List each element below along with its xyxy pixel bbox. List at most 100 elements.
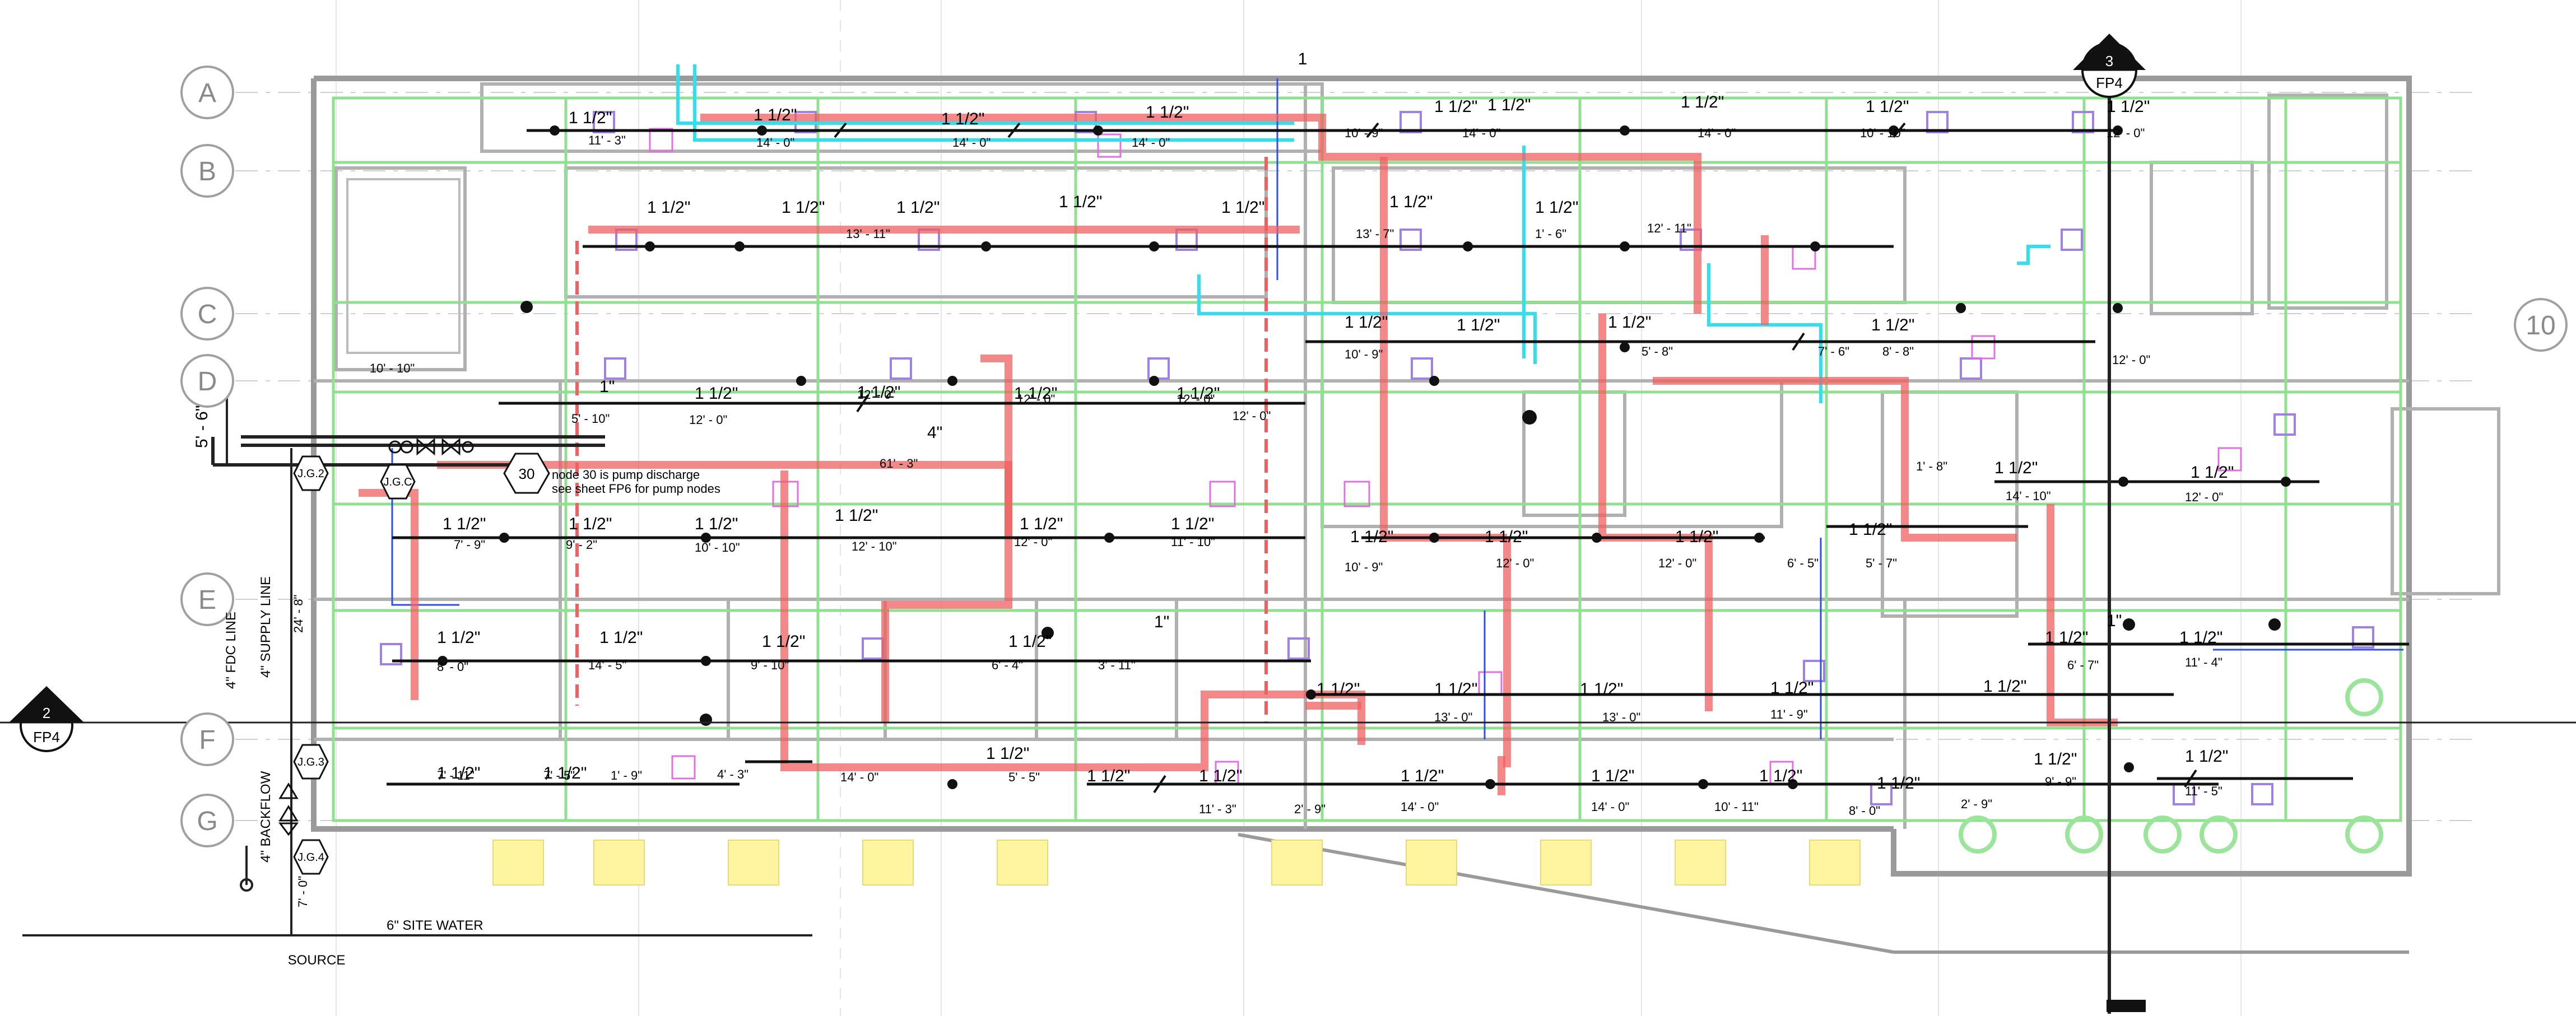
light-fixtures: [649, 128, 2242, 785]
svg-text:1 1/2": 1 1/2": [1317, 680, 1360, 698]
svg-text:1 1/2": 1 1/2": [569, 515, 612, 533]
svg-text:1 1/2": 1 1/2": [1877, 774, 1920, 793]
hex-tag-jg4[interactable]: J.G.4: [293, 839, 329, 875]
hex-tag-jgc[interactable]: J.G.C: [380, 464, 416, 500]
grid-bubble-c: C: [198, 300, 217, 329]
svg-text:1 1/2": 1 1/2": [896, 198, 940, 217]
svg-text:1 1/2": 1 1/2": [1350, 528, 1393, 546]
svg-text:1 1/2": 1 1/2": [569, 109, 612, 127]
svg-text:1 1/2": 1 1/2": [599, 628, 643, 647]
grid-bubble-b: B: [198, 157, 216, 187]
svg-text:12' - 0": 12' - 0": [1658, 556, 1696, 570]
dim-24-8: 24' - 8": [291, 595, 305, 633]
svg-text:10' - 10": 10' - 10": [695, 540, 740, 554]
svg-text:10' - 9": 10' - 9": [1345, 347, 1383, 361]
dim-5-6: 5' - 6": [193, 406, 211, 448]
section-bar: [2107, 1000, 2146, 1012]
grid-bubble-10: 10: [2526, 311, 2555, 341]
svg-text:14' - 0": 14' - 0": [1462, 126, 1500, 140]
svg-text:7' - 11": 7' - 11": [437, 768, 475, 782]
svg-text:14' - 5": 14' - 5": [588, 658, 626, 672]
dims-row-e: 7' - 9" 9' - 2" 10' - 10" 12' - 10" 12' …: [454, 459, 2223, 574]
dim-5-10: 5' - 10": [571, 412, 610, 426]
svg-text:7' - 6": 7' - 6": [1818, 344, 1849, 358]
grid-bubble-e: E: [198, 585, 216, 615]
svg-text:1 1/2": 1 1/2": [1591, 767, 1634, 785]
section-3-sheet: FP4: [2096, 74, 2123, 91]
svg-text:4' - 3": 4' - 3": [717, 767, 748, 781]
svg-text:1 1/2": 1 1/2": [1487, 96, 1531, 114]
svg-text:5' - 7": 5' - 7": [1866, 556, 1897, 570]
svg-text:1 1/2": 1 1/2": [835, 506, 878, 525]
section-marker-3[interactable]: 3 FP4: [2073, 34, 2146, 98]
main-length: 61' - 3": [880, 456, 918, 470]
top-mark: 1: [1298, 50, 1308, 68]
svg-text:9' - 9": 9' - 9": [2045, 775, 2076, 789]
svg-text:1 1/2": 1 1/2": [1485, 528, 1528, 546]
source-label: SOURCE: [288, 953, 346, 968]
svg-text:10' - 10": 10' - 10": [1860, 126, 1905, 140]
svg-text:1 1/2": 1 1/2": [762, 632, 805, 651]
backflow-label: 4" BACKFLOW: [258, 771, 273, 863]
svg-text:12' - 0": 12' - 0": [2107, 126, 2145, 140]
svg-text:13' - 7": 13' - 7": [1356, 227, 1394, 241]
section-marker-2[interactable]: 2 FP4: [9, 686, 84, 752]
svg-text:1 1/2": 1 1/2": [941, 110, 984, 128]
building-walls: [311, 76, 2412, 954]
svg-text:13' - 11": 13' - 11": [846, 227, 890, 241]
svg-text:1 1/2": 1 1/2": [1177, 384, 1220, 403]
branch-lines: [387, 129, 2409, 786]
grid-bubble-f: F: [199, 725, 215, 755]
fdc-line-label: 4" FDC LINE: [224, 612, 239, 689]
svg-text:1 1/2": 1 1/2": [986, 744, 1029, 763]
section-2-sheet: FP4: [33, 729, 60, 745]
svg-text:1 1/2": 1 1/2": [1535, 198, 1578, 217]
svg-text:1 1/2": 1 1/2": [1087, 767, 1130, 785]
hex-tag-jg3[interactable]: J.G.3: [293, 744, 329, 780]
svg-text:1' - 8": 1' - 8": [1916, 459, 1947, 473]
svg-text:14' - 0": 14' - 0": [1591, 800, 1629, 814]
ceiling-grid: [332, 96, 2402, 822]
svg-text:1 1/2": 1 1/2": [1059, 193, 1102, 211]
supply-line-label: 4" SUPPLY LINE: [258, 576, 273, 678]
svg-text:1": 1": [599, 377, 615, 396]
dims-row-d: 12' - 0" 12' - 0" 12' - 0" 12' - 0" 10' …: [857, 344, 2150, 423]
svg-text:1 1/2": 1 1/2": [1008, 632, 1052, 651]
svg-text:1 1/2": 1 1/2": [1014, 384, 1057, 403]
svg-text:12' - 0": 12' - 0": [2185, 490, 2223, 504]
svg-text:9' - 2": 9' - 2": [566, 538, 597, 552]
hex-tag-jg4-label: J.G.4: [297, 851, 324, 864]
hex-tag-jg2[interactable]: J.G.2: [293, 455, 329, 491]
hex-tag-jg3-label: J.G.3: [297, 756, 324, 768]
svg-text:11' - 3": 11' - 3": [1199, 802, 1236, 816]
svg-text:6' - 5": 6' - 5": [1787, 556, 1819, 570]
svg-text:1": 1": [2107, 612, 2122, 630]
svg-text:1' - 9": 1' - 9": [611, 768, 642, 782]
grid-bubble-g: G: [197, 807, 217, 836]
svg-text:11' - 9": 11' - 9": [1770, 707, 1808, 721]
svg-text:12' - 11": 12' - 11": [1647, 221, 1691, 235]
svg-text:5' - 8": 5' - 8": [1642, 344, 1673, 358]
blue-lines: [391, 78, 2403, 739]
dims-row-c: 13' - 11" 13' - 7" 1' - 6" 12' - 11": [846, 221, 1691, 241]
svg-text:12' - 0": 12' - 0": [1014, 535, 1052, 549]
svg-text:9' - 10": 9' - 10": [751, 658, 789, 672]
fdc-dashed-line: [575, 157, 1268, 723]
bollards: [1959, 678, 2383, 854]
svg-text:1 1/2": 1 1/2": [1983, 677, 2026, 696]
pipe-slash-marks: [834, 122, 2197, 794]
section-2-number: 2: [43, 705, 50, 721]
main-4in-label: 4": [927, 423, 942, 442]
section-3-number: 3: [2105, 53, 2113, 69]
svg-text:1 1/2": 1 1/2": [2034, 750, 2077, 768]
svg-text:6' - 4": 6' - 4": [992, 658, 1023, 672]
svg-text:13' - 0": 13' - 0": [1434, 710, 1472, 724]
dims-row-f: 8' - 0" 14' - 5" 9' - 10" 6' - 4" 3' - 1…: [437, 655, 2222, 724]
node-note-line1: node 30 is pump discharge: [552, 468, 700, 482]
svg-text:1 1/2": 1 1/2": [2107, 97, 2150, 116]
node-30-tag[interactable]: 30: [503, 453, 550, 494]
svg-text:14' - 0": 14' - 0": [756, 136, 794, 150]
interior-walls: [314, 82, 2500, 829]
svg-text:10' - 9": 10' - 9": [1345, 126, 1383, 140]
